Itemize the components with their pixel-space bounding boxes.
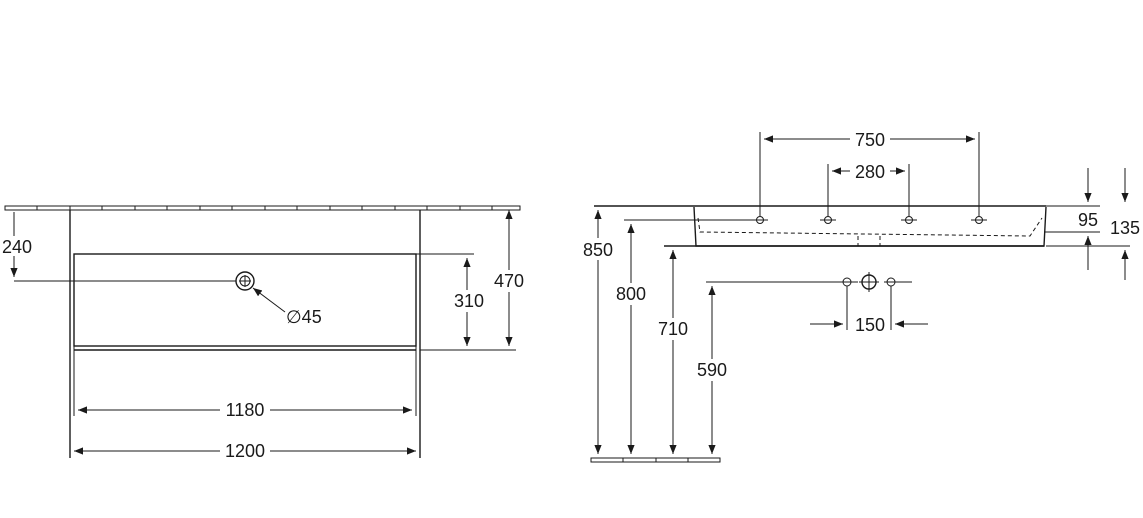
label-750: 750: [855, 130, 885, 150]
basin-front-outline: [69, 210, 421, 458]
label-850: 850: [583, 240, 613, 260]
label-710: 710: [658, 319, 688, 339]
label-590: 590: [697, 360, 727, 380]
dimension-240: 240: [0, 212, 236, 282]
dimension-710: 710: [655, 250, 691, 454]
side-view: 750 280 95 135: [580, 129, 1143, 463]
floor-tiles: [590, 457, 721, 463]
dimension-750: 750: [759, 129, 980, 216]
dimension-1200: 1200: [74, 441, 416, 461]
basin-side-profile: [594, 205, 1047, 247]
label-470: 470: [494, 271, 524, 291]
dimension-1180: 1180: [78, 400, 412, 420]
tap-hole: [235, 271, 255, 291]
front-view: 240 ∅45 310 470 1180: [0, 205, 526, 461]
wall-tiles: [4, 205, 521, 211]
fixing-holes: [752, 216, 987, 224]
label-95: 95: [1078, 210, 1098, 230]
dimension-150: 150: [810, 286, 928, 335]
label-hole-diameter: ∅45: [286, 307, 322, 327]
label-1200: 1200: [225, 441, 265, 461]
dimension-135: 135: [1046, 168, 1143, 280]
dimension-470: 470: [492, 210, 526, 346]
dimension-800: 800: [613, 219, 752, 454]
label-280: 280: [855, 162, 885, 182]
label-1180: 1180: [226, 400, 265, 420]
label-150: 150: [855, 315, 885, 335]
label-310: 310: [454, 291, 484, 311]
dimension-590: 590: [694, 281, 858, 454]
dimension-850: 850: [580, 210, 616, 454]
label-240: 240: [2, 237, 32, 257]
label-135: 135: [1110, 218, 1140, 238]
dimension-95: 95: [1044, 168, 1102, 270]
outlet-holes: [840, 272, 912, 292]
label-800: 800: [616, 284, 646, 304]
dimension-280: 280: [827, 161, 910, 216]
dimension-hole-diameter: ∅45: [252, 287, 322, 327]
dimension-310: 310: [416, 253, 516, 351]
